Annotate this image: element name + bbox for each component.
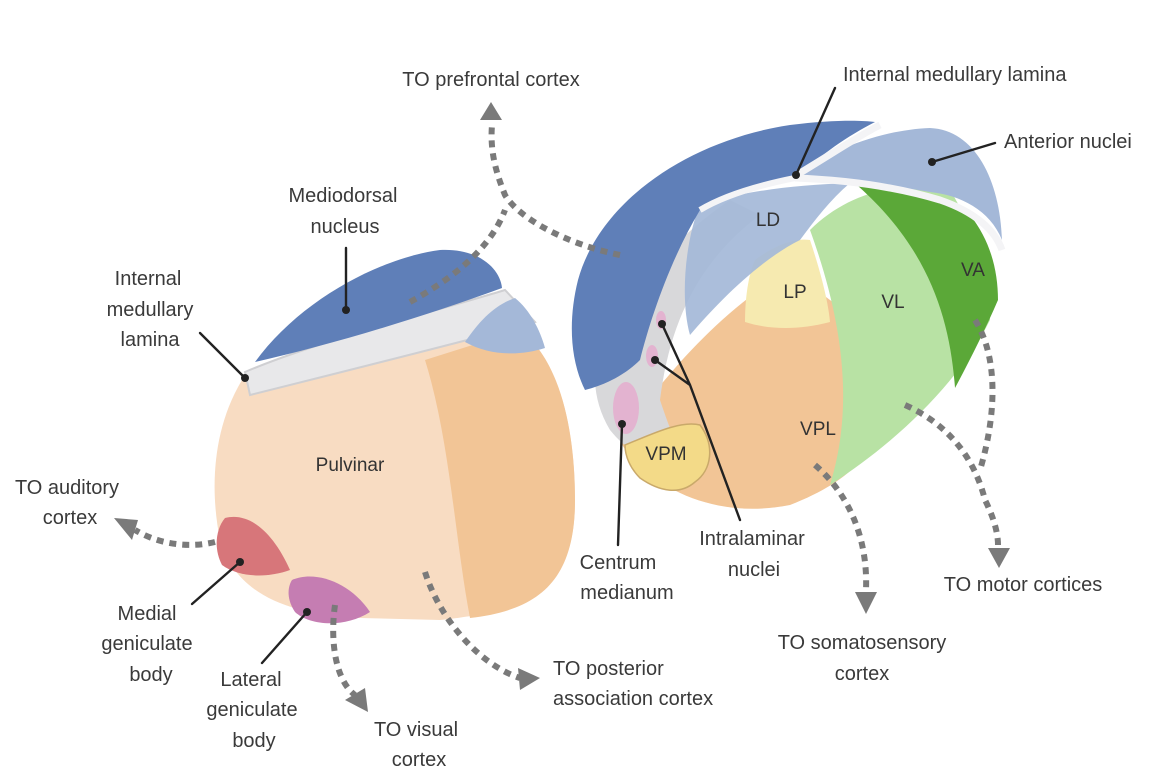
leader-lines bbox=[190, 86, 997, 665]
label-motor: TO motor cortices bbox=[944, 574, 1103, 596]
leader-internal-lamina-left bbox=[198, 331, 247, 380]
arrow-posterior-head bbox=[518, 668, 540, 690]
vpm-region bbox=[624, 423, 711, 492]
vpl-label: VPL bbox=[800, 419, 836, 440]
centrum-medianum bbox=[613, 382, 639, 434]
label-internal-lamina-left-1: Internal bbox=[115, 268, 182, 290]
label-intralaminar-2: nuclei bbox=[728, 559, 780, 581]
label-internal-lamina-left-2: medullary bbox=[107, 299, 194, 321]
label-medial-geniculate-3: body bbox=[129, 664, 172, 686]
leader-lateral-geniculate bbox=[260, 610, 309, 665]
leader-dot-anterior-nuclei bbox=[928, 158, 936, 166]
label-medial-geniculate-1: Medial bbox=[118, 603, 177, 625]
arrow-posterior bbox=[422, 571, 521, 681]
label-auditory-1: TO auditory bbox=[15, 477, 119, 499]
arrow-somatosensory bbox=[813, 462, 870, 591]
va-region bbox=[858, 186, 998, 388]
label-posterior-2: association cortex bbox=[553, 688, 713, 710]
label-auditory-2: cortex bbox=[43, 507, 97, 529]
pulvinar-label: Pulvinar bbox=[316, 455, 385, 476]
lp-region bbox=[745, 239, 830, 328]
projection-arrows bbox=[114, 102, 1010, 712]
label-anterior-nuclei: Anterior nuclei bbox=[1004, 131, 1132, 153]
label-mediodorsal-2: nucleus bbox=[311, 216, 380, 238]
leader-medial-geniculate bbox=[190, 560, 242, 606]
va-label: VA bbox=[961, 260, 985, 281]
arrow-prefrontal-head bbox=[480, 102, 502, 120]
label-centrum-1: Centrum bbox=[580, 552, 657, 574]
anterior-cap-left bbox=[465, 298, 545, 354]
lamina-stripe-right bbox=[793, 121, 882, 180]
arrow-somatosensory-head bbox=[855, 592, 877, 614]
vpm-label: VPM bbox=[645, 444, 686, 465]
label-prefrontal: TO prefrontal cortex bbox=[402, 69, 579, 91]
label-posterior-1: TO posterior bbox=[553, 658, 664, 680]
label-lateral-geniculate-1: Lateral bbox=[220, 669, 281, 691]
label-somatosensory-2: cortex bbox=[835, 663, 889, 685]
arrow-auditory bbox=[133, 527, 216, 548]
label-somatosensory-1: TO somatosensory bbox=[778, 632, 947, 654]
label-lateral-geniculate-3: body bbox=[232, 730, 275, 752]
text-labels: TO prefrontal cortex Internal medullary … bbox=[15, 64, 1132, 771]
leader-dot-lateral-geniculate bbox=[303, 608, 311, 616]
label-lateral-geniculate-2: geniculate bbox=[206, 699, 297, 721]
arrow-motor-2 bbox=[903, 402, 1001, 546]
left-thalamus: Pulvinar bbox=[214, 249, 575, 624]
label-internal-lamina-left-3: lamina bbox=[121, 329, 181, 351]
leader-anterior-nuclei bbox=[930, 141, 997, 164]
leader-dot-medial-geniculate bbox=[236, 558, 244, 566]
leader-dot-internal-lamina-left bbox=[241, 374, 249, 382]
label-visual-1: TO visual bbox=[374, 719, 458, 741]
ld-region bbox=[684, 183, 850, 335]
label-centrum-2: medianum bbox=[580, 582, 673, 604]
label-medial-geniculate-2: geniculate bbox=[101, 633, 192, 655]
leader-intralaminar bbox=[653, 322, 742, 522]
label-visual-2: cortex bbox=[392, 749, 446, 771]
leader-dot-intralaminar-1 bbox=[658, 320, 666, 328]
arrow-prefrontal bbox=[488, 124, 621, 258]
medial-geniculate-body bbox=[216, 516, 290, 576]
vl-label: VL bbox=[881, 292, 904, 313]
leader-dot-intralaminar-2 bbox=[651, 356, 659, 364]
arrow-auditory-head bbox=[114, 518, 138, 540]
label-intralaminar-1: Intralaminar bbox=[699, 528, 805, 550]
leader-dot-mediodorsal bbox=[342, 306, 350, 314]
right-thalamus: LD LP VL VA VPL VPM bbox=[571, 120, 1006, 509]
lamina-stripe-right-3 bbox=[698, 175, 796, 213]
leader-dot-internal-lamina-top bbox=[792, 171, 800, 179]
label-mediodorsal-1: Mediodorsal bbox=[289, 185, 398, 207]
arrow-prefrontal-left bbox=[408, 208, 508, 305]
arrow-motor-head bbox=[988, 548, 1010, 568]
lp-label: LP bbox=[783, 282, 806, 303]
lamina-stripe-right-2 bbox=[794, 174, 1006, 252]
label-internal-lamina-top: Internal medullary lamina bbox=[843, 64, 1067, 86]
leader-dot-centrum bbox=[618, 420, 626, 428]
arrow-visual-head bbox=[345, 688, 368, 712]
arrow-visual bbox=[330, 604, 357, 698]
mediodorsal-nucleus-right bbox=[571, 120, 875, 391]
ld-label: LD bbox=[756, 210, 780, 231]
mediodorsal-nucleus-left bbox=[255, 249, 502, 362]
pulvinar-side bbox=[425, 330, 575, 618]
leader-centrum bbox=[616, 422, 624, 547]
arrow-motor-1 bbox=[972, 318, 996, 471]
leader-internal-lamina-top bbox=[794, 86, 837, 177]
